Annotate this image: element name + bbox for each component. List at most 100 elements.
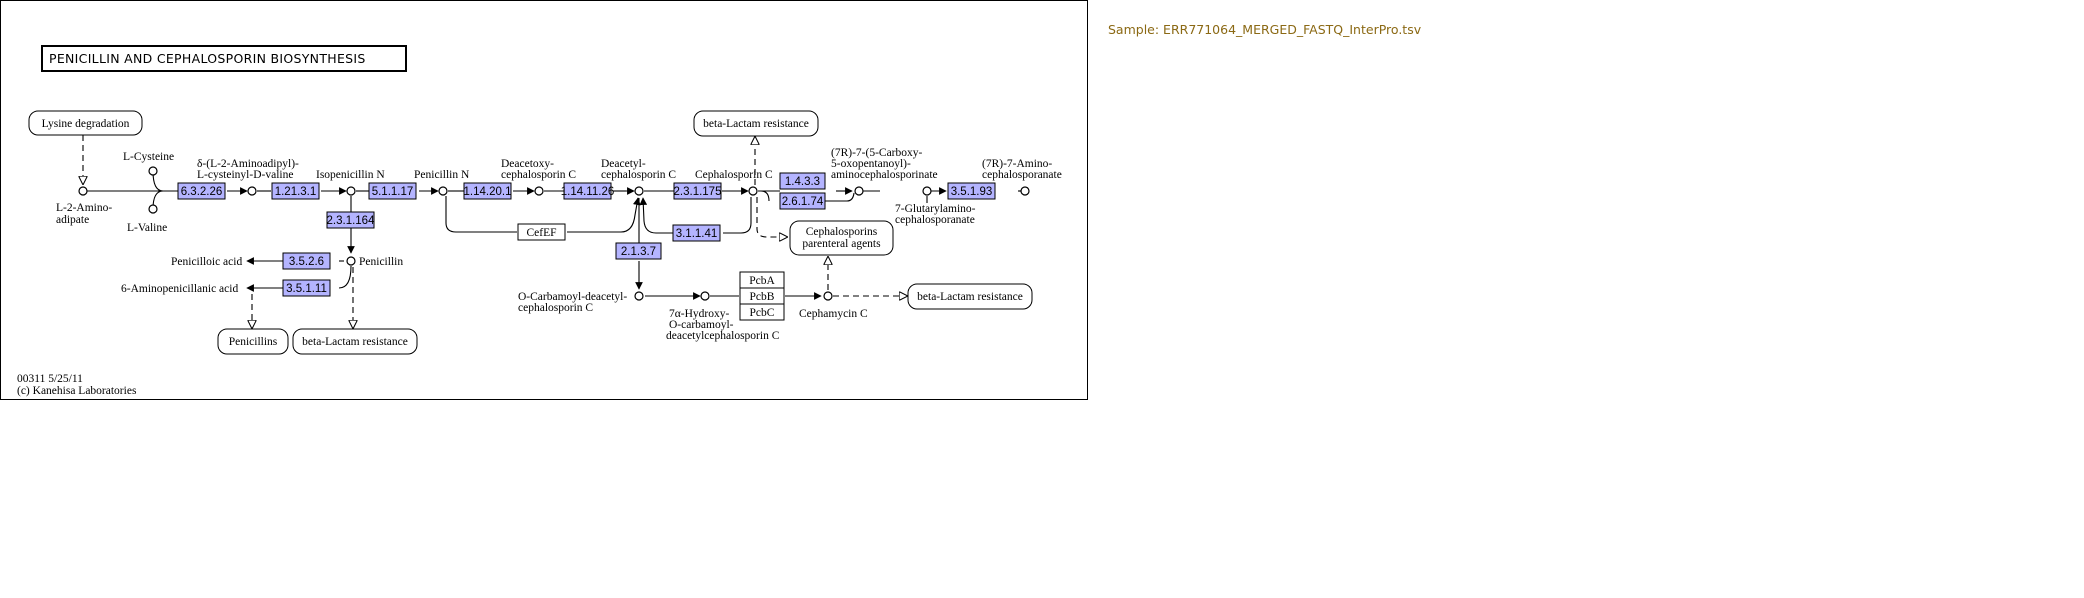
- compound-isopenicillin-n[interactable]: [346, 186, 356, 196]
- enzyme-3-1-1-41[interactable]: 3.1.1.41: [672, 224, 721, 242]
- map-link-label: parenteral agents: [802, 238, 881, 250]
- gene-label: PcbC: [750, 307, 775, 319]
- gene-pcba[interactable]: PcbA: [739, 271, 785, 289]
- compound-deacetoxy-cephalosporin-c[interactable]: [534, 186, 544, 196]
- enzyme-label: 2.1.3.7: [621, 246, 656, 258]
- enzyme-label: 2.6.1.74: [782, 196, 824, 208]
- label-acv: δ-(L-2-Aminoadipyl)-: [197, 158, 299, 170]
- compound-hydroxy-o-carbamoyl[interactable]: [700, 291, 710, 301]
- compound-l-valine[interactable]: [148, 204, 158, 214]
- compound-aca[interactable]: [1020, 186, 1030, 196]
- page-title: PENICILLIN AND CEPHALOSPORIN BIOSYNTHESI…: [49, 51, 366, 66]
- map-link-label: Cephalosporins: [806, 226, 878, 238]
- label-oxopentanoyl: (7R)-7-(5-Carboxy-: [831, 147, 923, 159]
- map-id-date: 00311 5/25/11: [17, 373, 83, 385]
- label-deacetoxy-2: cephalosporin C: [501, 169, 576, 181]
- compound-penicillin-n[interactable]: [438, 186, 448, 196]
- enzyme-3-5-1-93[interactable]: 3.5.1.93: [947, 182, 996, 200]
- compound-acv[interactable]: [247, 186, 257, 196]
- label-6-apa: 6-Aminopenicillanic acid: [121, 283, 238, 295]
- map-link-beta-lactam-bottom[interactable]: beta-Lactam resistance: [292, 328, 418, 355]
- label-o-carbamoyl-2: cephalosporin C: [518, 302, 593, 314]
- compound-deacetyl-cephalosporin-c[interactable]: [634, 186, 644, 196]
- label-penicillin-n: Penicillin N: [414, 169, 470, 181]
- label-o-carbamoyl: O-Carbamoyl-deacetyl-: [518, 291, 627, 303]
- label-aminoadipate: L-2-Amino-: [56, 202, 112, 214]
- enzyme-1-4-3-3[interactable]: 1.4.3.3: [779, 172, 826, 190]
- enzyme-2-3-1-164[interactable]: 2.3.1.164: [326, 211, 376, 229]
- compound-cephamycin-c[interactable]: [823, 291, 833, 301]
- label-glutarylamino-2: cephalosporanate: [895, 214, 975, 226]
- label-l-cysteine: L-Cysteine: [123, 151, 174, 163]
- map-link-label: beta-Lactam resistance: [917, 291, 1023, 303]
- gene-pcbc[interactable]: PcbC: [739, 303, 785, 321]
- label-hydroxy-3: deacetylcephalosporin C: [666, 330, 780, 342]
- compound-penicillin[interactable]: [346, 256, 356, 266]
- enzyme-label: 2.3.1.175: [674, 186, 722, 198]
- label-penicilloic-acid: Penicilloic acid: [171, 256, 242, 268]
- label-aminoadipate-2: adipate: [56, 214, 89, 226]
- gene-label: PcbA: [749, 275, 775, 287]
- gene-cefef[interactable]: CefEF: [517, 223, 566, 241]
- enzyme-2-6-1-74[interactable]: 2.6.1.74: [779, 192, 826, 210]
- enzyme-label: 1.14.20.1: [464, 186, 512, 198]
- label-aca: (7R)-7-Amino-: [982, 158, 1052, 170]
- map-link-label: Lysine degradation: [42, 118, 130, 130]
- enzyme-5-1-1-17[interactable]: 5.1.1.17: [368, 182, 417, 200]
- label-aca-2: cephalosporanate: [982, 169, 1062, 181]
- compound-o-carbamoyl[interactable]: [634, 291, 644, 301]
- enzyme-label: 3.5.1.11: [286, 283, 327, 295]
- label-isopenicillin-n: Isopenicillin N: [316, 169, 385, 181]
- map-link-beta-lactam-right[interactable]: beta-Lactam resistance: [907, 283, 1033, 310]
- compound-aminoadipate[interactable]: [78, 186, 88, 196]
- label-oxopentanoyl-2: 5-oxopentanoyl)-: [831, 158, 911, 170]
- label-penicillin: Penicillin: [359, 256, 403, 268]
- title-box: [41, 45, 407, 72]
- compound-glutarylamino[interactable]: [922, 186, 932, 196]
- enzyme-3-5-2-6[interactable]: 3.5.2.6: [282, 252, 331, 270]
- enzyme-1-14-11-26[interactable]: 1.14.11.26: [561, 182, 615, 200]
- enzyme-1-21-3-1[interactable]: 1.21.3.1: [271, 182, 320, 200]
- map-link-cephalosporins[interactable]: Cephalosporins parenteral agents: [789, 220, 894, 256]
- label-acv-2: L-cysteinyl-D-valine: [197, 169, 293, 181]
- map-link-lysine-degradation[interactable]: Lysine degradation: [28, 110, 143, 136]
- enzyme-2-3-1-175[interactable]: 2.3.1.175: [673, 182, 722, 200]
- copyright: (c) Kanehisa Laboratories: [17, 385, 137, 397]
- enzyme-label: 3.5.2.6: [289, 256, 324, 268]
- enzyme-3-5-1-11[interactable]: 3.5.1.11: [282, 279, 331, 297]
- label-hydroxy-2: O-carbamoyl-: [669, 319, 734, 331]
- compound-cephalosporin-c[interactable]: [748, 186, 758, 196]
- compound-oxopentanoyl[interactable]: [854, 186, 864, 196]
- enzyme-label: 2.3.1.164: [327, 215, 376, 227]
- pathway-map-frame: PENICILLIN AND CEPHALOSPORIN BIOSYNTHESI…: [0, 0, 1088, 400]
- map-link-label: beta-Lactam resistance: [302, 336, 408, 348]
- enzyme-6-3-2-26[interactable]: 6.3.2.26: [177, 182, 226, 200]
- label-cephamycin-c: Cephamycin C: [799, 308, 868, 320]
- label-oxopentanoyl-3: aminocephalosporinate: [831, 169, 938, 181]
- enzyme-label: 5.1.1.17: [372, 186, 414, 198]
- map-link-label: Penicillins: [229, 336, 278, 348]
- label-deacetoxy: Deacetoxy-: [501, 158, 554, 170]
- pathway-map: PENICILLIN AND CEPHALOSPORIN BIOSYNTHESI…: [17, 45, 1062, 397]
- label-deacetyl-2: cephalosporin C: [601, 169, 676, 181]
- enzyme-label: 3.1.1.41: [676, 228, 718, 240]
- map-link-beta-lactam-top[interactable]: beta-Lactam resistance: [693, 110, 819, 137]
- label-cephalosporin-c: Cephalosporin C: [695, 169, 773, 181]
- enzyme-label: 1.14.11.26: [561, 186, 615, 198]
- label-l-valine: L-Valine: [127, 222, 167, 234]
- label-hydroxy: 7α-Hydroxy-: [669, 308, 729, 320]
- sample-label: Sample: ERR771064_MERGED_FASTQ_InterPro.…: [1108, 22, 1422, 37]
- map-link-label: beta-Lactam resistance: [703, 118, 809, 130]
- enzyme-label: 1.4.3.3: [785, 176, 820, 188]
- enzyme-1-14-20-1[interactable]: 1.14.20.1: [463, 182, 512, 200]
- compound-l-cysteine[interactable]: [148, 166, 158, 176]
- enzyme-label: 3.5.1.93: [951, 186, 993, 198]
- gene-label: PcbB: [750, 291, 775, 303]
- label-deacetyl: Deacetyl-: [601, 158, 646, 170]
- map-link-penicillins[interactable]: Penicillins: [217, 328, 289, 355]
- label-glutarylamino: 7-Glutarylamino-: [895, 203, 976, 215]
- enzyme-label: 6.3.2.26: [181, 186, 223, 198]
- enzyme-2-1-3-7[interactable]: 2.1.3.7: [615, 242, 662, 260]
- enzyme-label: 1.21.3.1: [275, 186, 317, 198]
- gene-pcbb[interactable]: PcbB: [739, 287, 785, 305]
